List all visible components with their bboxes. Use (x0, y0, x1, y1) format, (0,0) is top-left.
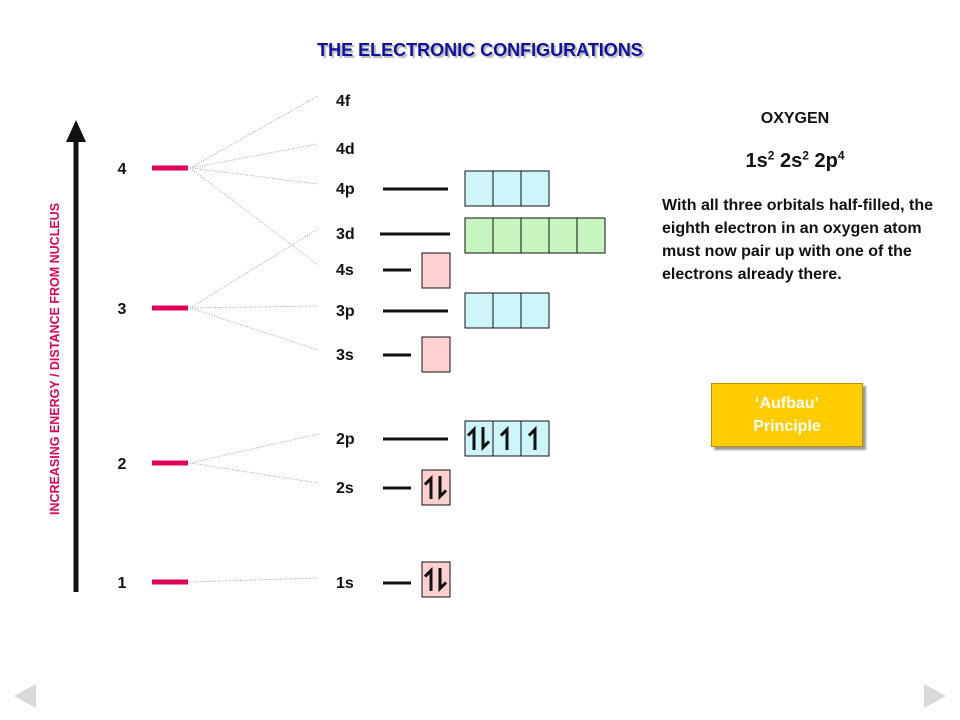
config-term-2s: 2s2 (779, 148, 809, 172)
orbital-box-3d-1 (464, 217, 494, 254)
orbital-label-1s: 1s (336, 575, 354, 592)
connector-4f (189, 95, 319, 169)
shell-levels: 1 2 3 4 (118, 161, 188, 592)
connector-3p (189, 305, 319, 309)
orbital-box-1s-1 (421, 561, 451, 598)
electron-pair-icon (423, 474, 448, 501)
connector-4p (189, 167, 319, 185)
aufbau-principle-button[interactable]: ‘Aufbau’ Principle (711, 383, 863, 447)
element-name: OXYGEN (760, 110, 830, 127)
shell-number-4: 4 (118, 161, 127, 178)
orbital-label-3s: 3s (336, 347, 354, 364)
orbital-box-3p-1 (464, 292, 494, 329)
orbital-box-3d-4 (548, 217, 578, 254)
orbital-box-3p-2 (492, 292, 522, 329)
connector-2s (189, 462, 319, 484)
orbital-label-4d: 4d (336, 141, 355, 158)
orbital-box-4p-2 (492, 170, 522, 207)
shell-orbital-connectors (189, 95, 319, 583)
orbital-box-4p-1 (464, 170, 494, 207)
orbital-box-3d-2 (492, 217, 522, 254)
connector-3s (189, 307, 319, 351)
description-text: With all three orbitals half-filled, the… (662, 197, 933, 283)
orbital-label-4f: 4f (336, 93, 351, 110)
electron-pair-icon (466, 425, 491, 452)
orbital-box-2p-1 (464, 420, 494, 457)
connector-4s (189, 167, 319, 266)
orbital-box-3d-3 (520, 217, 550, 254)
orbital-box-2s-1 (421, 469, 451, 506)
shell-number-2: 2 (118, 456, 127, 473)
orbital-box-4p-3 (520, 170, 550, 207)
connector-4d (189, 143, 319, 169)
orbital-box-2p-3 (520, 420, 550, 457)
orbital-box-3s-1 (421, 336, 451, 373)
orbital-label-2s: 2s (336, 480, 354, 497)
orbital-label-2p: 2p (336, 431, 355, 448)
orbital-label-4p: 4p (336, 181, 355, 198)
orbital-box-4s-1 (421, 252, 451, 289)
previous-slide-arrow-icon[interactable] (14, 684, 36, 708)
electron-configuration: 1s2 2s2 2p4 (700, 148, 890, 173)
orbital-label-3p: 3p (336, 303, 355, 320)
aufbau-label-line2: Principle (753, 418, 821, 435)
orbital-box-3d-5 (576, 217, 606, 254)
electron-spin-up-icon (527, 425, 537, 450)
shell-number-1: 1 (118, 575, 127, 592)
aufbau-label-line1: ‘Aufbau’ (755, 395, 819, 412)
orbital-box-3p-3 (520, 292, 550, 329)
orbital-label-4s: 4s (336, 262, 354, 279)
config-term-2p: 2p4 (814, 148, 845, 172)
shell-number-3: 3 (118, 301, 127, 318)
orbital-label-3d: 3d (336, 226, 355, 243)
energy-axis-arrowhead (66, 120, 86, 142)
config-term-1s: 1s2 (745, 148, 775, 172)
electron-pair-icon (423, 566, 448, 593)
electron-spin-up-icon (499, 425, 509, 450)
next-slide-arrow-icon[interactable] (924, 684, 946, 708)
page-title: THE ELECTRONIC CONFIGURATIONS (317, 40, 643, 60)
connector-1s (189, 577, 319, 583)
connector-3d (189, 228, 319, 309)
orbital-levels: 1s 2s 2p 3s 3p 4s 3d 4p 4d 4f (336, 93, 606, 598)
connector-2p (189, 433, 319, 464)
